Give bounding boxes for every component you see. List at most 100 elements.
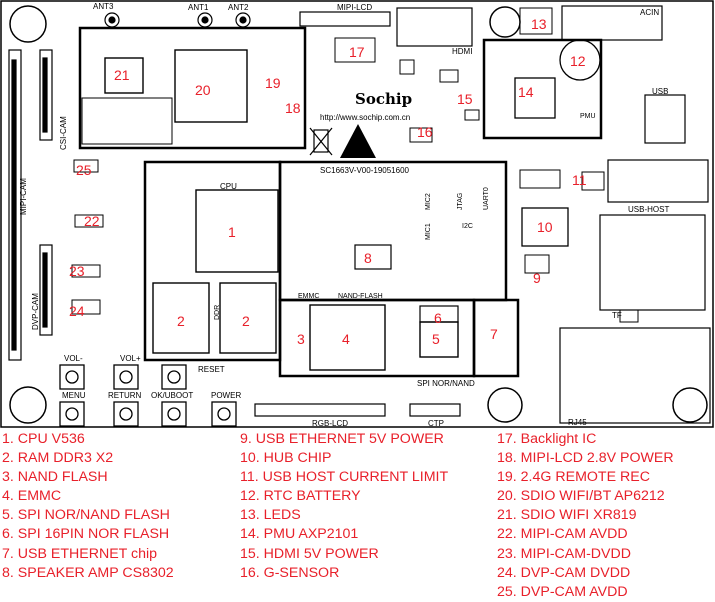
ddr-label: DDR [214, 305, 221, 320]
board-id-label: SC1663V-V00-19051600 [320, 166, 410, 175]
legend-item: 13. LEDS [240, 507, 301, 524]
csi-cam-label: CSI-CAM [59, 116, 68, 150]
callout-5: 5 [432, 331, 440, 347]
legend-item: 20. SDIO WIFI/BT AP6212 [497, 488, 665, 505]
ant1-label: ANT1 [188, 3, 209, 12]
legend-item: 6. SPI 16PIN NOR FLASH [2, 526, 170, 543]
pmu-label: PMU [580, 113, 596, 120]
legend-item: 9. USB ETHERNET 5V POWER [240, 431, 444, 447]
speaker-amp-chip [354, 244, 392, 270]
mic1-label: MIC1 [425, 223, 432, 240]
rj45-label: RJ45 [568, 418, 587, 427]
ctp-connector [409, 403, 461, 417]
callout-3: 3 [297, 331, 305, 347]
callout-1: 1 [228, 224, 236, 240]
wifi-shield [81, 97, 173, 145]
mic2-label: MIC2 [425, 193, 432, 210]
wifi-module-box [78, 26, 307, 150]
push-buttons [59, 364, 237, 427]
callout-16: 16 [417, 124, 433, 140]
spi-nor-nand-label: SPI NOR/NAND [417, 379, 475, 388]
legend-item: 25. DVP-CAM AVDD [497, 583, 628, 600]
wifi-ap6212-chip [174, 49, 248, 123]
callout-19: 19 [265, 75, 281, 91]
legend-item: 18. MIPI-LCD 2.8V POWER [497, 450, 674, 467]
reset-label: RESET [198, 365, 225, 374]
button-label-menu: MENU [62, 391, 86, 400]
ant3-label: ANT3 [93, 2, 114, 11]
ant2-label: ANT2 [228, 3, 249, 12]
tf-label: TF [612, 311, 622, 320]
callout-6: 6 [434, 310, 442, 326]
legend-item: 19. 2.4G REMOTE REC [497, 469, 650, 486]
callout-23: 23 [69, 263, 85, 279]
button-label-power: POWER [211, 391, 241, 400]
legend-item: 14. PMU AXP2101 [240, 526, 359, 543]
legend-item: 23. MIPI-CAM-DVDD [497, 545, 632, 562]
acin-label: ACIN [640, 8, 659, 17]
callout-13: 13 [531, 16, 547, 32]
legend-item: 7. USB ETHERNET chip [2, 545, 158, 562]
hdmi-label: HDMI [452, 47, 472, 56]
callout-22: 22 [84, 213, 100, 229]
callout-2a: 2 [177, 313, 185, 329]
legend-item: 10. HUB CHIP [240, 450, 332, 467]
usb-host-connector [607, 159, 709, 203]
callout-12: 12 [570, 53, 586, 69]
rgb-lcd-label: RGB-LCD [312, 419, 348, 428]
antenna-connectors [104, 12, 251, 28]
legend-column-3: 17. Backlight IC 18. MIPI-LCD 2.8V POWER… [497, 430, 715, 602]
legend-item: 3. NAND FLASH [2, 469, 108, 486]
callout-17: 17 [349, 44, 365, 60]
callout-25: 25 [76, 162, 92, 178]
callout-20: 20 [195, 82, 211, 98]
rtc-battery [559, 39, 601, 81]
rgb-lcd-connector [254, 403, 386, 417]
callout-8: 8 [364, 250, 372, 266]
pmu-chip [514, 77, 556, 119]
rj45-connector [559, 327, 711, 424]
hub-chip [521, 207, 569, 247]
callout-7: 7 [490, 326, 498, 342]
legend-item: 5. SPI NOR/NAND FLASH [2, 507, 170, 524]
emmc-chip [309, 304, 386, 371]
ram-chip-2 [219, 282, 277, 354]
callout-2b: 2 [242, 313, 250, 329]
ram-chip-1 [152, 282, 210, 354]
cpu-label: CPU [220, 182, 237, 191]
callout-4: 4 [342, 331, 350, 347]
legend-item: 8. SPEAKER AMP CS8302 [2, 564, 174, 581]
emmc-label: EMMC [298, 293, 319, 300]
button-label-vol-minus: VOL- [64, 354, 83, 363]
legend-item: 12. RTC BATTERY [240, 488, 361, 505]
i2c-label: I2C [462, 223, 473, 230]
mipi-lcd-connector [299, 11, 391, 27]
legend-item: 15. HDMI 5V POWER [240, 545, 379, 562]
button-label-vol-plus: VOL+ [120, 354, 141, 363]
legend-item: 1. CPU V536 [2, 431, 85, 447]
mipi-lcd-label: MIPI-LCD [337, 3, 372, 12]
callout-numbers: 1 2 2 3 4 5 6 7 8 9 10 11 12 13 14 15 16… [69, 16, 587, 347]
nand-flash-label: NAND-FLASH [338, 293, 383, 300]
button-label-ok-uboot: OK/UBOOT [151, 391, 193, 400]
usb-label: USB [652, 87, 668, 96]
usb-ethernet-box [472, 298, 520, 378]
callout-14: 14 [518, 84, 534, 100]
legend-item: 2. RAM DDR3 X2 [2, 450, 114, 467]
legend-item: 16. G-SENSOR [240, 564, 340, 581]
pcb-outline [0, 0, 714, 428]
cpu-chip [195, 189, 279, 273]
dvp-cam-label: DVP-CAM [31, 293, 40, 330]
callout-10: 10 [537, 219, 553, 235]
uart0-label: UART0 [483, 187, 490, 210]
hdmi-connector [396, 7, 473, 47]
legend-column-1: 1. CPU V536 2. RAM DDR3 X2 3. NAND FLASH… [2, 430, 242, 583]
legend-item: 17. Backlight IC [497, 431, 597, 447]
callout-18: 18 [285, 100, 301, 116]
acin-jack [561, 5, 663, 41]
usb-connector [644, 94, 686, 144]
usb-host-label: USB-HOST [628, 205, 669, 214]
mounting-holes [9, 5, 708, 424]
callout-15: 15 [457, 91, 473, 107]
button-label-return: RETURN [108, 391, 142, 400]
